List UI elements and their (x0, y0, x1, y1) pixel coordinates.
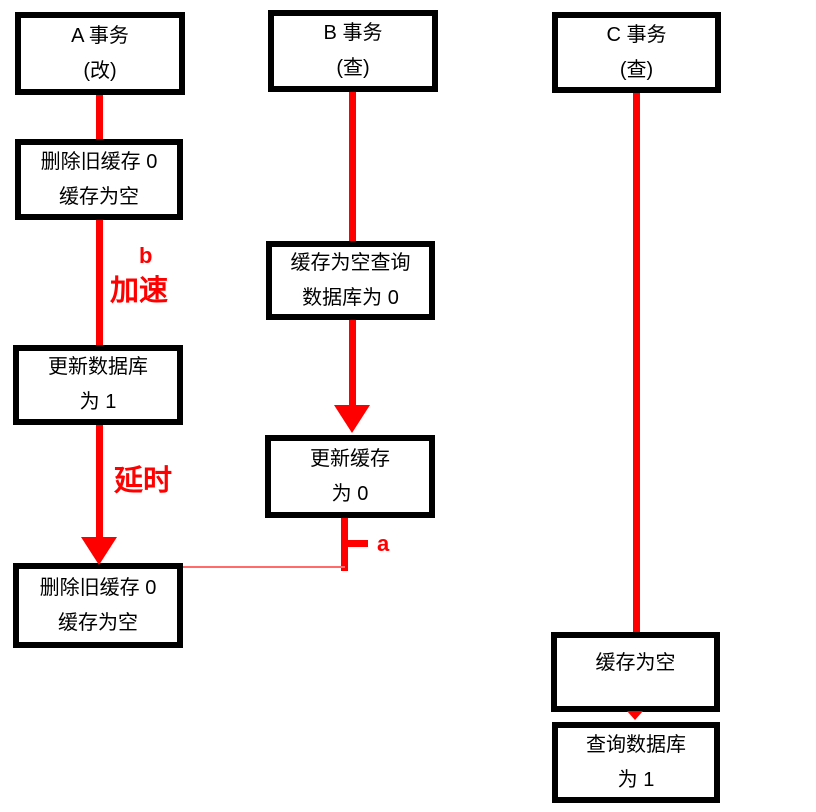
box-b-cache-empty-query-db: 缓存为空查询 数据库为 0 (266, 241, 435, 320)
flow-line-a-delete-to-updatedb (96, 216, 103, 348)
arrowhead-c-to-querydb-icon (627, 711, 643, 720)
flow-line-a-header-to-delete (96, 92, 103, 144)
flow-line-a-updatedb-to-delete2 (96, 422, 103, 538)
box-a-update-database: 更新数据库 为 1 (13, 345, 183, 425)
arrowhead-a-delay-icon (81, 537, 117, 565)
box-b-update-cache: 更新缓存 为 0 (265, 435, 435, 518)
box-c-cache-empty: 缓存为空 (551, 632, 720, 712)
lane-a-header-box: A 事务 (改) (15, 12, 185, 95)
flow-line-b-query-to-updatecache (349, 317, 356, 407)
lane-b-header-box: B 事务 (查) (268, 10, 438, 92)
marker-a-tick (344, 540, 368, 547)
arrowhead-b-to-updatecache-icon (334, 405, 370, 433)
box-a-delete-old-cache-1: 删除旧缓存 0 缓存为空 (15, 139, 183, 220)
connector-updatecache-to-delete2 (183, 566, 345, 568)
label-delay: 延时 (114, 465, 173, 497)
flow-line-c-header-to-cacheempty (633, 90, 640, 634)
label-b: b (139, 243, 153, 268)
box-a-delete-old-cache-2: 删除旧缓存 0 缓存为空 (13, 563, 183, 648)
flow-line-b-header-to-query (349, 89, 356, 244)
box-c-query-database: 查询数据库 为 1 (552, 722, 720, 803)
label-accelerate: 加速 (110, 275, 169, 307)
label-a: a (377, 531, 390, 556)
lane-c-header-box: C 事务 (查) (552, 12, 721, 93)
